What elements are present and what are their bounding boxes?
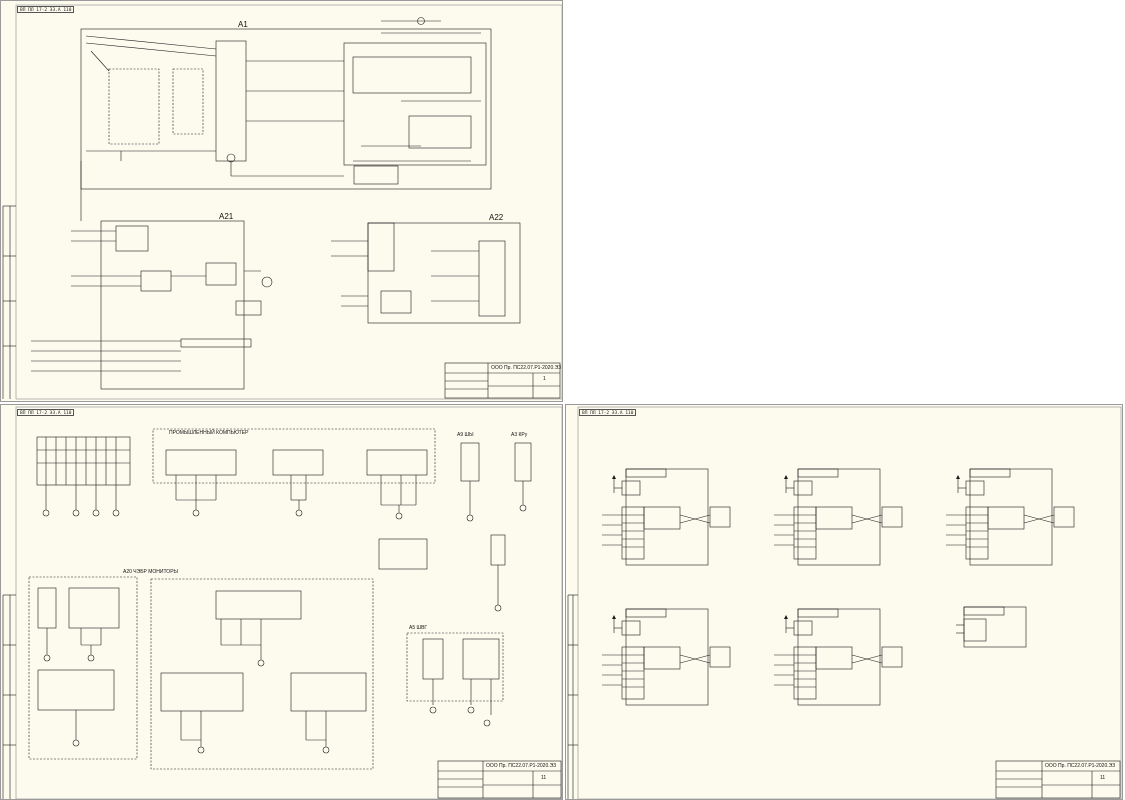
block-label-a22: A22 <box>489 213 504 222</box>
drawing-sheet-1: ВП ПЛ 17-2 ЭЗ.А 110 A1 A21 A22 ООО Пр. П… <box>0 0 563 402</box>
block-label-a20: A20 ЧЭБР МОНИТОРЫ <box>123 569 178 575</box>
block-label-a3: A3 КРу <box>511 432 528 438</box>
sheet-1-sheet-number: 1 <box>543 376 546 382</box>
drawing-sheet-2: ВП ПЛ 17-2 ЭЗ.А 110 ПРОМЫШЛЕННЫЙ КОМПЬЮТ… <box>0 404 563 800</box>
schematic-sheet-2 <box>2 406 562 799</box>
sheet-3-sheet-number: 11 <box>1100 775 1106 781</box>
drawing-sheet-3: ВП ПЛ 17-2 ЭЗ.А 110 ООО Пр. ПС22.07.Р1-2… <box>565 404 1123 800</box>
sheet-3-stamp-code: ВП ПЛ 17-2 ЭЗ.А 110 <box>579 409 637 416</box>
sheet-3-title-code: ООО Пр. ПС22.07.Р1-2020.ЭЗ <box>1045 763 1116 769</box>
schematic-sheet-1 <box>2 4 562 400</box>
block-label-a5: A5 ШВГ <box>409 625 428 631</box>
sheet-2-title-code: ООО Пр. ПС22.07.Р1-2020.ЭЗ <box>486 763 557 769</box>
sheet-2-stamp-code: ВП ПЛ 17-2 ЭЗ.А 110 <box>17 409 75 416</box>
sheet-1-stamp-code: ВП ПЛ 17-2 ЭЗ.А 110 <box>17 6 75 13</box>
schematic-sheet-3 <box>567 406 1122 799</box>
block-label-a21: A21 <box>219 212 234 221</box>
sheet-2-sheet-number: 11 <box>541 775 547 781</box>
sheet-1-title-code: ООО Пр. ПС22.07.Р1-2020.ЭЗ <box>491 365 562 371</box>
block-label-a1: A1 <box>238 20 248 29</box>
block-label-industrial-pc: ПРОМЫШЛЕННЫЙ КОМПЬЮТЕР <box>169 430 249 436</box>
block-label-a9: A9 ШЫ <box>457 432 474 438</box>
